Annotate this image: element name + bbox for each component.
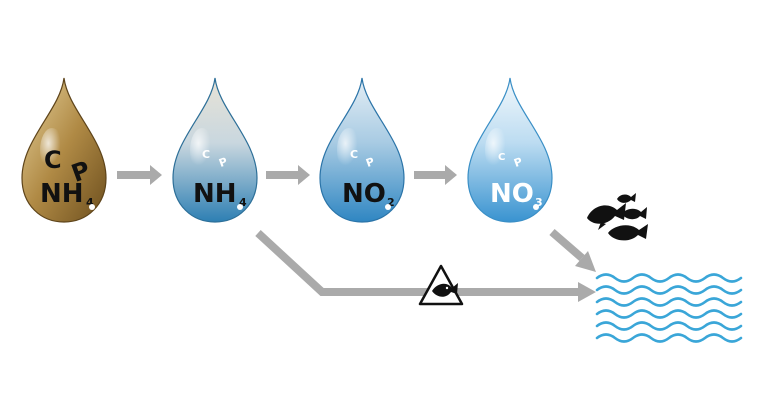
arrow-to-water xyxy=(549,228,596,272)
drop-2-c: C xyxy=(202,148,210,161)
drop-1-c: C xyxy=(44,146,62,174)
arrow-3 xyxy=(414,165,457,185)
drop-4-c: C xyxy=(498,152,505,163)
drop-3-c: C xyxy=(350,148,358,161)
drop-3-subscript: 2 xyxy=(387,196,395,209)
drop-2-formula: NH xyxy=(193,179,237,209)
drop-1: C P NH 4 xyxy=(21,77,107,223)
arrow-2 xyxy=(266,165,310,185)
drop-4-formula: NO xyxy=(490,179,534,209)
drop-1-formula: NH xyxy=(40,179,84,209)
drop-2-subscript: 4 xyxy=(239,196,247,209)
arrow-1 xyxy=(117,165,162,185)
drop-3: C P NO 2 xyxy=(319,77,405,223)
drop-3-formula: NO xyxy=(342,179,386,209)
fish-group-icon xyxy=(587,193,648,241)
drop-1-subscript: 4 xyxy=(86,196,94,209)
drop-2: C P NH 4 xyxy=(172,77,258,223)
drop-4-subscript: 3 xyxy=(535,196,543,209)
bypass-arrow xyxy=(255,230,596,302)
warning-fish-icon xyxy=(418,264,464,306)
drop-4: C P NO 3 xyxy=(467,77,553,223)
water-waves-icon xyxy=(595,273,743,343)
